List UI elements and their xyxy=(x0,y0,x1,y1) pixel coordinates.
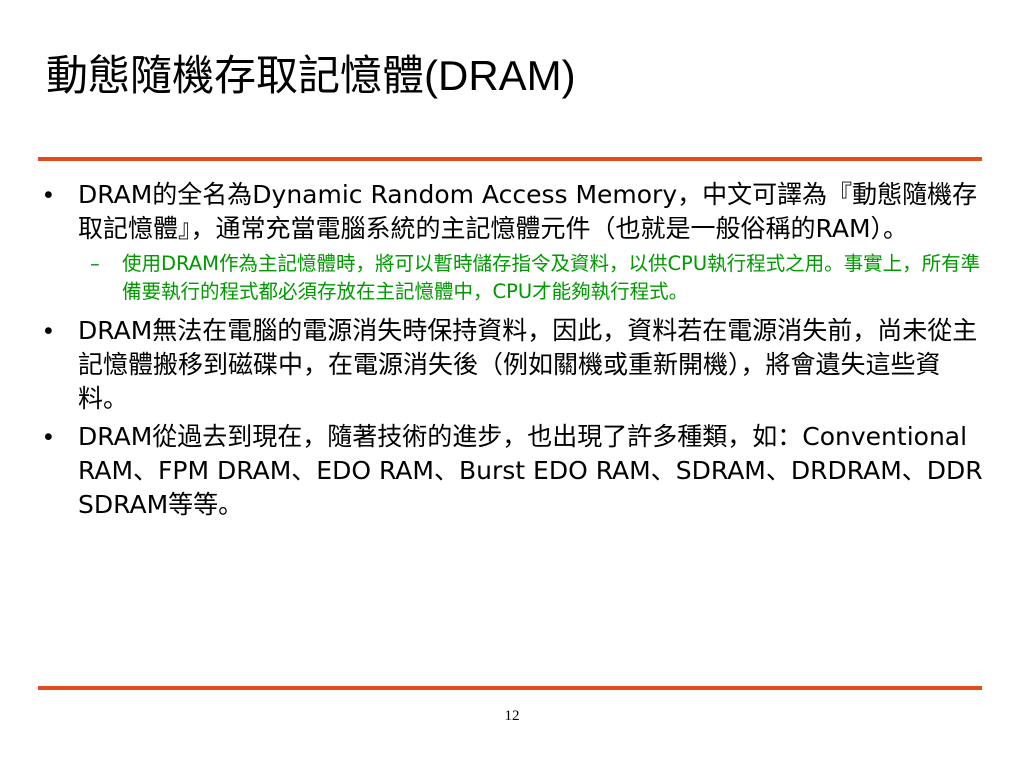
bullet-item-3: • DRAM從過去到現在，隨著技術的進步，也出現了許多種類，如：Conventi… xyxy=(30,420,990,522)
bullet-item-1: • DRAM的全名為Dynamic Random Access Memory，中… xyxy=(30,178,990,246)
title-cjk: 動態隨機存取記憶體 xyxy=(46,51,425,100)
page-number: 12 xyxy=(504,708,520,724)
bullet-text: DRAM無法在電腦的電源消失時保持資料，因此，資料若在電源消失前，尚未從主記憶體… xyxy=(78,316,978,413)
title-latin: (DRAM) xyxy=(424,52,576,99)
bullet-item-2: • DRAM無法在電腦的電源消失時保持資料，因此，資料若在電源消失前，尚未從主記… xyxy=(30,314,990,416)
bullet-marker: • xyxy=(44,181,53,209)
bullet-text: DRAM的全名為Dynamic Random Access Memory，中文可… xyxy=(78,180,978,243)
bullet-marker: • xyxy=(44,317,53,345)
sub-bullet-marker: – xyxy=(90,252,100,275)
sub-bullet-text: 使用DRAM作為主記憶體時，將可以暫時儲存指令及資料，以供CPU執行程式之用。事… xyxy=(122,252,981,303)
slide-title: 動態隨機存取記憶體(DRAM) xyxy=(46,51,576,100)
slide-body: • DRAM的全名為Dynamic Random Access Memory，中… xyxy=(30,178,990,526)
bullet-text: DRAM從過去到現在，隨著技術的進步，也出現了許多種類，如：Convention… xyxy=(78,422,983,519)
sub-bullet-item-1: – 使用DRAM作為主記憶體時，將可以暫時儲存指令及資料，以供CPU執行程式之用… xyxy=(30,250,990,306)
bullet-marker: • xyxy=(44,423,53,451)
top-divider xyxy=(38,157,982,161)
bottom-divider xyxy=(38,686,982,690)
